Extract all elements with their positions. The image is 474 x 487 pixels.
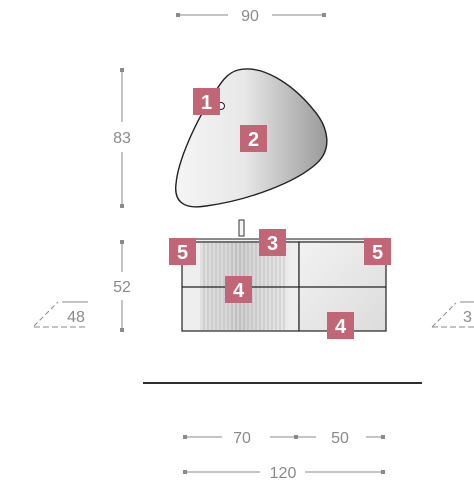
mirror-height-dimension: 83 — [113, 68, 131, 208]
svg-text:4: 4 — [335, 316, 347, 338]
depth-right-indicator: 3 — [431, 301, 474, 328]
svg-text:5: 5 — [372, 242, 383, 264]
mirror-width-dimension: 90 — [176, 8, 326, 25]
badge-1: 1 — [193, 88, 220, 115]
svg-text:2: 2 — [248, 129, 259, 151]
badge-2: 2 — [240, 125, 267, 152]
faucet — [238, 219, 245, 237]
mirror-width-label: 90 — [241, 8, 259, 25]
badge-5-left: 5 — [169, 238, 196, 265]
cabinet-height-label: 52 — [113, 279, 131, 296]
section-right-width-label: 50 — [331, 430, 349, 447]
section-width-dimension: 70 50 — [183, 430, 385, 447]
depth-left-indicator: 48 — [33, 301, 88, 328]
mirror-height-label: 83 — [113, 130, 131, 147]
badge-5-right: 5 — [364, 238, 391, 265]
svg-text:4: 4 — [233, 280, 245, 302]
svg-text:1: 1 — [201, 92, 212, 114]
badge-3: 3 — [259, 229, 286, 256]
section-left-width-label: 70 — [233, 430, 251, 447]
svg-text:3: 3 — [267, 233, 278, 255]
depth-left-label: 48 — [67, 309, 85, 326]
svg-text:5: 5 — [177, 242, 188, 264]
depth-right-label: 3 — [463, 309, 472, 326]
badge-4-right: 4 — [327, 312, 354, 339]
total-width-label: 120 — [270, 465, 297, 482]
total-width-dimension: 120 — [183, 465, 385, 482]
cabinet-height-dimension: 52 — [113, 240, 131, 332]
badge-4-left: 4 — [225, 276, 252, 303]
